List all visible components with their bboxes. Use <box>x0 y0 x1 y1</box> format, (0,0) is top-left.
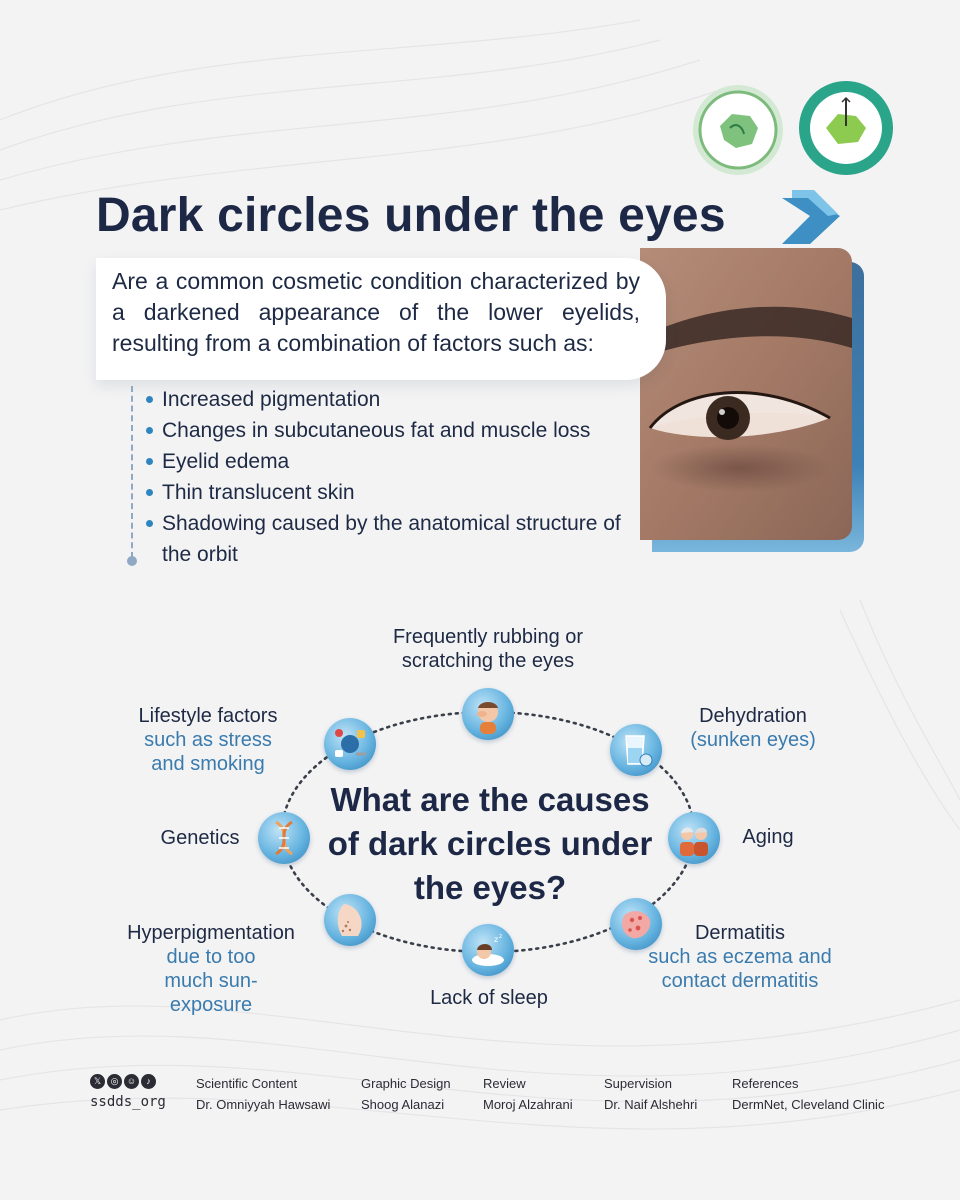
causes-question: What are the causes of dark circles unde… <box>327 781 653 906</box>
cause-title: Hyperpigmentation <box>127 922 295 944</box>
cause-detail: due to too much sun-exposure <box>164 946 258 1016</box>
tiktok-icon[interactable]: ♪ <box>141 1074 156 1089</box>
social-handle[interactable]: ssdds_org <box>90 1094 166 1110</box>
lifestyle-icon <box>324 718 376 770</box>
cause-title: Dehydration <box>699 705 807 727</box>
list-item: Eyelid edema <box>146 446 638 477</box>
credit-references: References DermNet, Cleveland Clinic <box>732 1073 884 1115</box>
cause-aging-label: Aging <box>730 825 806 849</box>
cause-detail: such as eczema and contact dermatitis <box>648 946 832 992</box>
cause-title: Lifestyle factors <box>138 705 278 727</box>
cause-detail: such as stress and smoking <box>144 729 272 775</box>
instagram-icon[interactable]: ◎ <box>107 1074 122 1089</box>
student-club-logo <box>693 85 783 175</box>
list-item: Increased pigmentation <box>146 384 638 415</box>
skin-rash-icon <box>610 898 662 950</box>
timeline-line <box>131 386 133 558</box>
credit-role: Review <box>483 1076 526 1091</box>
cause-title: Aging <box>742 826 794 848</box>
footer: 𝕏 ◎ ☺ ♪ ssdds_org Scientific Content Dr.… <box>0 1070 960 1120</box>
credit-role: Supervision <box>604 1076 672 1091</box>
credit-role: References <box>732 1076 799 1091</box>
credit-role: Scientific Content <box>196 1076 298 1091</box>
svg-text:z: z <box>494 935 498 944</box>
snapchat-icon[interactable]: ☺ <box>124 1074 139 1089</box>
pigmented-skin-icon <box>324 894 376 946</box>
credit-person: Dr. Omniyyah Hawsawi <box>196 1097 331 1112</box>
cause-rubbing-label: Frequently rubbing or scratching the eye… <box>370 625 606 673</box>
cause-title: Dermatitis <box>694 922 785 944</box>
credit-role: Graphic Design <box>361 1076 451 1091</box>
dna-icon <box>258 812 310 864</box>
credit-scientific: Scientific Content Dr. Omniyyah Hawsawi <box>196 1073 330 1115</box>
cause-sleep-label: Lack of sleep <box>412 986 566 1010</box>
cause-genetics-label: Genetics <box>150 826 250 850</box>
list-item: Changes in subcutaneous fat and muscle l… <box>146 415 638 446</box>
ssdds-logo <box>799 81 893 175</box>
cause-title: Lack of sleep <box>430 987 548 1009</box>
timeline-dot <box>127 556 137 566</box>
eye-photo <box>640 248 852 540</box>
cause-hyperpigmentation-label: Hyperpigmentation due to too much sun-ex… <box>118 921 304 1017</box>
list-item: Shadowing caused by the anatomical struc… <box>146 508 638 570</box>
cause-title: Genetics <box>160 827 240 849</box>
cause-dermatitis-label: Dermatitis such as eczema and contact de… <box>640 921 840 993</box>
svg-text:z: z <box>499 933 502 940</box>
cause-title: Frequently rubbing or scratching the eye… <box>392 626 584 672</box>
credit-review: Review Moroj Alzahrani <box>483 1073 573 1115</box>
credit-design: Graphic Design Shoog Alanazi <box>361 1073 451 1115</box>
credit-person: DermNet, Cleveland Clinic <box>732 1097 885 1112</box>
elderly-people-icon <box>668 812 720 864</box>
credit-supervision: Supervision Dr. Naif Alshehri <box>604 1073 697 1115</box>
list-item: Thin translucent skin <box>146 477 638 508</box>
factor-list: Increased pigmentation Changes in subcut… <box>146 384 638 570</box>
cause-detail: (sunken eyes) <box>690 729 816 751</box>
social-links: 𝕏 ◎ ☺ ♪ <box>90 1074 156 1089</box>
water-glass-icon <box>610 724 662 776</box>
credit-person: Dr. Naif Alshehri <box>604 1097 698 1112</box>
rubbing-eyes-icon <box>462 688 514 740</box>
cause-dehydration-label: Dehydration (sunken eyes) <box>672 704 834 752</box>
credit-person: Moroj Alzahrani <box>483 1097 573 1112</box>
x-icon[interactable]: 𝕏 <box>90 1074 105 1089</box>
chevron-right-icon <box>782 190 840 244</box>
intro-card <box>96 258 666 380</box>
cause-lifestyle-label: Lifestyle factors such as stress and smo… <box>126 704 290 776</box>
page-title: Dark circles under the eyes <box>96 189 726 242</box>
credit-person: Shoog Alanazi <box>361 1097 445 1112</box>
intro-text: Are a common cosmetic condition characte… <box>112 268 640 356</box>
